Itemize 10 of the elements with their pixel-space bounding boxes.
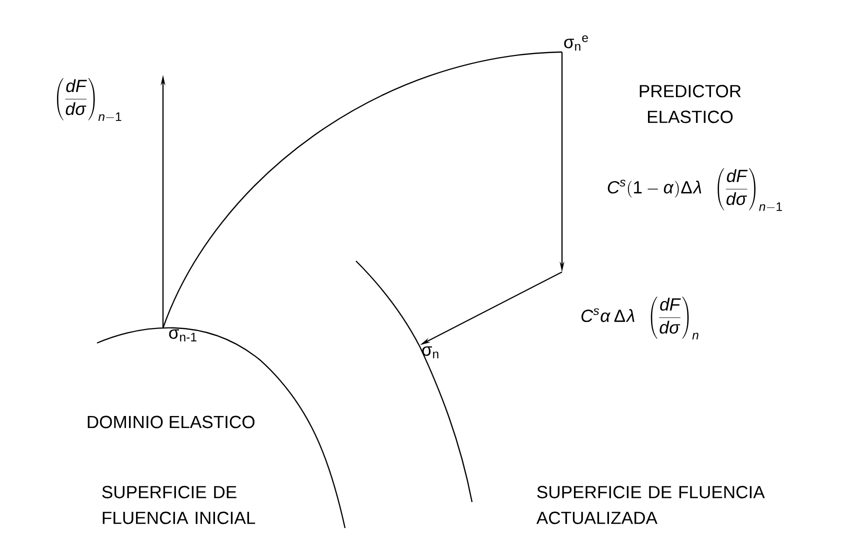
point-label: σ$_{n}$e [564, 35, 588, 51]
stress-path-curve [162, 51, 562, 328]
edge-label: $C^{s}\alpha\,\Delta\lambda\;\;\left(\frac{dF}{d\sigma}\right)_{n}$ [579, 295, 701, 341]
region-label: SUPERFICIE DE FLUENCIA ACTUALIZADA [536, 486, 765, 524]
edge-label: $\left(\frac{dF}{d\sigma}\right)_{n-1}$ [52, 76, 124, 124]
point-label: σ$_{n-1}$ [169, 329, 196, 342]
edge-label: $C^{s}(1-\alpha)\Delta\lambda\;\;\left(\frac{dF}{d\sigma}\right)_{n-1}$ [606, 166, 784, 214]
region-label: SUPERFICIE DE FLUENCIA INICIAL [102, 486, 256, 524]
region-label: PREDICTOR ELASTICO [640, 84, 741, 124]
region-label: DOMINIO ELASTICO [88, 416, 254, 428]
